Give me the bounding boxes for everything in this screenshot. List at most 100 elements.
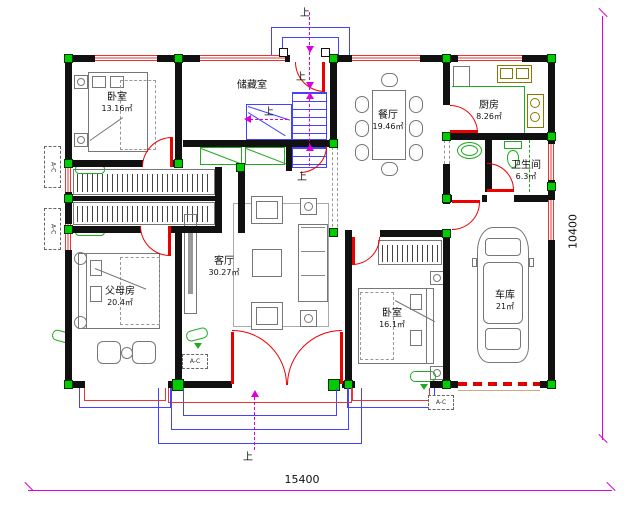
- car-rear-window: [485, 328, 521, 350]
- dimension-height: 10400: [566, 214, 580, 249]
- up-label: 上: [243, 452, 253, 463]
- room-name: 车库: [495, 290, 515, 301]
- chair: [409, 96, 423, 113]
- shower-divider: [529, 140, 530, 192]
- sink-basin: [500, 68, 513, 79]
- ac-outdoor-unit: A-C: [182, 354, 208, 369]
- bay-window: [84, 388, 166, 401]
- quilt-outline: [120, 80, 156, 150]
- ac-arrow-icon: [420, 384, 428, 390]
- car-windshield: [485, 238, 521, 256]
- wall: [286, 147, 292, 171]
- stair-arrow-line: [250, 119, 288, 120]
- column: [64, 54, 73, 63]
- column: [329, 228, 338, 237]
- window: [352, 55, 420, 62]
- porch-post: [321, 48, 330, 57]
- chair: [355, 120, 369, 137]
- garage-label: 车库 21㎡: [470, 290, 540, 312]
- opening-dashed-line: [337, 147, 338, 232]
- column: [442, 380, 451, 389]
- living-room-label: 客厅 30.27㎡: [189, 256, 259, 278]
- wall: [168, 381, 232, 388]
- wall: [443, 164, 450, 204]
- wall: [65, 196, 222, 201]
- side-table: [300, 310, 317, 327]
- bed: [88, 72, 148, 152]
- door-leaf: [168, 226, 171, 256]
- entry-arrow-line: [254, 392, 255, 450]
- nightstand: [74, 133, 88, 147]
- window: [548, 200, 555, 240]
- column: [329, 54, 338, 63]
- opening-dashed-line: [332, 147, 333, 232]
- door-swing-arc: [287, 330, 342, 385]
- porch-post: [279, 48, 288, 57]
- armchair: [251, 302, 283, 330]
- dimension-tick: [598, 7, 608, 18]
- porch-step-outline: [158, 388, 362, 444]
- burner-icon: [530, 98, 540, 108]
- garage-door-track: [458, 390, 540, 391]
- tv-console: [184, 214, 197, 314]
- arrow-head-icon: [306, 82, 314, 89]
- ac-outdoor-unit: A-C: [428, 395, 454, 410]
- room-name: 父母房: [105, 286, 135, 297]
- cushion: [256, 307, 278, 325]
- room-name: 储藏室: [237, 80, 267, 91]
- bathroom-label: 卫生间 6.3㎡: [494, 160, 558, 182]
- wall: [65, 226, 141, 233]
- toilet-bowl: [507, 150, 519, 168]
- up-label: 上: [264, 107, 274, 118]
- door-leaf: [352, 237, 355, 265]
- door-swing-arc: [232, 330, 287, 385]
- column: [442, 229, 451, 238]
- cabinet: [200, 147, 242, 165]
- door-swing-arc: [352, 237, 380, 265]
- quilt-outline: [120, 257, 160, 325]
- wall: [443, 232, 450, 381]
- ac-outdoor-unit: A-C: [44, 146, 61, 188]
- door-swing-arc: [140, 226, 170, 256]
- wall: [514, 195, 555, 202]
- bay-window: [352, 388, 430, 401]
- door-leaf: [487, 189, 514, 192]
- bay-window-outline: [347, 388, 435, 408]
- room-area: 8.26㎡: [476, 112, 502, 121]
- pillow: [410, 294, 422, 310]
- column: [236, 163, 245, 172]
- up-label: 上: [296, 72, 306, 83]
- window: [65, 224, 72, 250]
- column: [547, 54, 556, 63]
- burner-icon: [530, 112, 540, 122]
- column: [174, 159, 183, 168]
- fan-icon: [304, 202, 313, 211]
- door-leaf: [170, 137, 173, 167]
- chair: [409, 120, 423, 137]
- hanging-clothes-icon: [77, 206, 211, 222]
- room-name: 卫生间: [511, 160, 541, 171]
- back-porch-step-outline: [282, 37, 339, 55]
- room-area: 6.3㎡: [515, 172, 537, 181]
- dining-label: 餐厅 19.46㎡: [353, 110, 423, 132]
- car: [477, 227, 529, 363]
- arrow-head-icon: [244, 115, 251, 123]
- arrow-head-icon: [251, 390, 259, 397]
- wall: [65, 55, 72, 388]
- arrow-head-icon: [306, 144, 314, 151]
- kitchen-sink: [497, 65, 532, 83]
- room-name: 卧室: [382, 308, 402, 319]
- up-label: 上: [300, 8, 310, 19]
- nightstand: [74, 75, 88, 89]
- door-leaf: [231, 332, 234, 384]
- window: [65, 166, 72, 192]
- stair-arrow-line: [309, 94, 310, 166]
- hanging-clothes-icon: [382, 245, 438, 262]
- wall: [482, 195, 487, 202]
- arrow-head-icon: [306, 92, 314, 99]
- window: [458, 55, 522, 62]
- wall: [183, 140, 337, 147]
- column: [547, 132, 556, 141]
- bedroom-2-label: 卧室 16.1㎡: [357, 308, 427, 330]
- column: [64, 194, 73, 203]
